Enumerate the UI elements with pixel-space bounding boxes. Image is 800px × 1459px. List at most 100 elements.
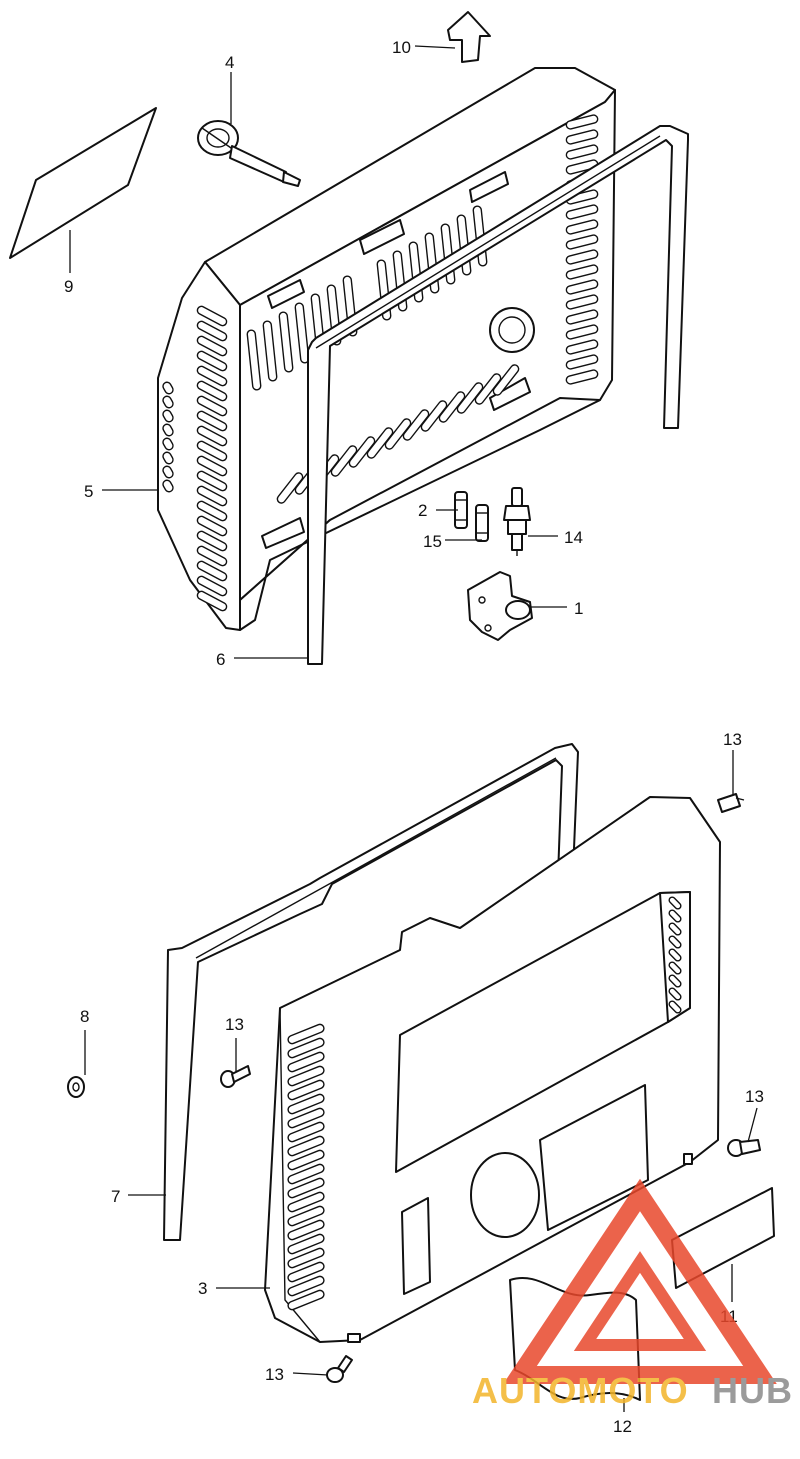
louvre-slot (287, 1261, 325, 1283)
louvre-slot (287, 1163, 325, 1185)
louvre-slot (565, 129, 599, 145)
louvre-slot (668, 948, 682, 962)
part-13-bolt-bottom (326, 1355, 353, 1383)
louvre-slot (438, 391, 466, 423)
louvre-slot (565, 294, 599, 310)
louvre-slot (196, 395, 228, 417)
louvre-slot (287, 1149, 325, 1171)
watermark-brand-automoto: AUTOMOTO (472, 1370, 689, 1411)
part-15-fuse (475, 504, 489, 542)
louvre-slot (162, 395, 174, 409)
louvre-slot (196, 470, 228, 492)
automotohub-watermark: AUTOMOTO HUB (472, 1178, 792, 1411)
part-6-gasket-upper (307, 125, 689, 665)
louvre-slot (402, 409, 430, 441)
louvre-slot (196, 455, 228, 477)
lower-window-louvres (668, 896, 682, 1014)
louvre-slot (348, 436, 376, 468)
louvre-slot (287, 1219, 325, 1241)
louvre-slot (287, 1079, 325, 1101)
louvre-slot (565, 159, 599, 175)
callout-8: 8 (80, 1007, 89, 1026)
louvre-slot (196, 320, 228, 342)
louvre-slot (668, 974, 682, 988)
callout-13-bottom: 13 (265, 1365, 284, 1384)
callout-15: 15 (423, 532, 442, 551)
part-9-label-plate (9, 107, 157, 259)
louvre-slot (287, 1233, 325, 1255)
louvre-slot (668, 922, 682, 936)
callout-13-left: 13 (225, 1015, 244, 1034)
watermark-triangle-logo (503, 1178, 777, 1384)
louvre-slot (456, 382, 484, 414)
louvre-slot (196, 305, 228, 327)
callout-10: 10 (392, 38, 411, 57)
louvre-slot (565, 219, 599, 235)
louvre-slot (196, 410, 228, 432)
lower-left-louvres (287, 1023, 325, 1311)
callout-13-top-right: 13 (723, 730, 742, 749)
part-13-bolt-left (220, 1065, 251, 1088)
louvre-slot (565, 264, 599, 280)
louvre-slot (162, 451, 174, 465)
louvre-slot (162, 437, 174, 451)
louvre-slot (287, 1065, 325, 1087)
part-1-holder-bracket (467, 571, 533, 641)
callout-14: 14 (564, 528, 583, 547)
louvre-slot (668, 987, 682, 1001)
louvre-slot (287, 1177, 325, 1199)
part-8-washer (67, 1076, 85, 1098)
louvre-slot (287, 1135, 325, 1157)
louvre-slot (276, 472, 304, 504)
louvre-slot (565, 234, 599, 250)
part-14-spark-plug (503, 487, 531, 556)
louvre-slot (287, 1121, 325, 1143)
louvre-slot (196, 560, 228, 582)
callout-12: 12 (613, 1417, 632, 1436)
louvre-slot (196, 380, 228, 402)
upper-back-louvres-a (246, 275, 358, 391)
part-4-knob-screw (197, 120, 301, 187)
louvre-slot (668, 935, 682, 949)
louvre-slot (287, 1275, 325, 1297)
louvre-slot (278, 311, 294, 373)
upper-side-vents (162, 381, 174, 493)
louvre-slot (287, 1247, 325, 1269)
louvre-slot (162, 381, 174, 395)
louvre-slot (162, 465, 174, 479)
callout-5: 5 (84, 482, 93, 501)
louvre-slot (384, 418, 412, 450)
upper-floor-louvres (276, 364, 520, 504)
louvre-slot (668, 1000, 682, 1014)
callout-9: 9 (64, 277, 73, 296)
part-13-bolt-top-right (717, 793, 745, 813)
watermark-triangle-inner (573, 1251, 707, 1351)
louvre-slot (565, 309, 599, 325)
louvre-slot (330, 445, 358, 477)
part-3-lower-cover (264, 796, 721, 1343)
louvre-slot (565, 354, 599, 370)
part-7-gasket-lower (163, 743, 579, 1241)
louvre-slot (287, 1037, 325, 1059)
callout-3: 3 (198, 1279, 207, 1298)
louvre-slot (565, 369, 599, 385)
louvre-slot (565, 204, 599, 220)
louvre-slot (565, 339, 599, 355)
louvre-slot (565, 279, 599, 295)
louvre-slot (162, 423, 174, 437)
louvre-slot (262, 320, 278, 382)
louvre-slot (196, 440, 228, 462)
callout-13-right: 13 (745, 1087, 764, 1106)
leader-lines (69, 45, 758, 1412)
louvre-slot (287, 1205, 325, 1227)
louvre-slot (668, 909, 682, 923)
callout-6: 6 (216, 650, 225, 669)
louvre-slot (474, 373, 502, 405)
louvre-slot (196, 365, 228, 387)
louvre-slot (196, 335, 228, 357)
louvre-slot (196, 485, 228, 507)
louvre-slot (246, 329, 262, 391)
louvre-slot (196, 350, 228, 372)
louvre-slot (287, 1093, 325, 1115)
